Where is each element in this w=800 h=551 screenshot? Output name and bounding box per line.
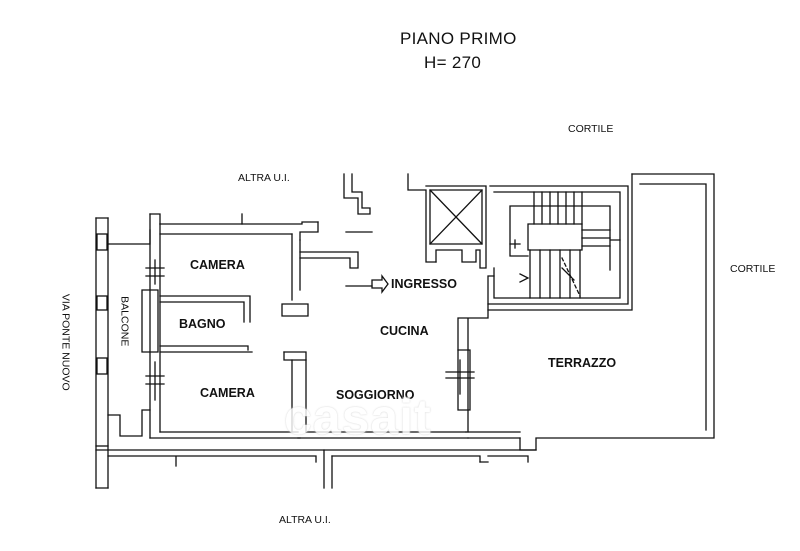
room-label-ingresso: INGRESSO <box>391 277 457 291</box>
label-balcone: BALCONE <box>118 296 131 347</box>
room-label-camera-1: CAMERA <box>190 258 245 272</box>
room-label-camera-2: CAMERA <box>200 386 255 400</box>
label-via-ponte-nuovo: VIA PONTE NUOVO <box>59 293 72 391</box>
window-camera-2 <box>145 361 165 401</box>
height-note: H= 270 <box>424 53 482 72</box>
casait-watermark: casait <box>284 389 432 445</box>
room-label-cucina: CUCINA <box>380 324 429 338</box>
cucina-walls <box>297 303 489 439</box>
street-facade-wall <box>95 217 109 489</box>
terrazzo-walls <box>465 173 715 451</box>
label-altra-ui-bottom: ALTRA U.I. <box>279 514 331 526</box>
label-cortile-right: CORTILE <box>730 263 776 275</box>
window-camera-1 <box>145 259 165 285</box>
ingresso-walls <box>299 173 437 294</box>
bottom-neighbour-walls <box>95 449 537 489</box>
label-altra-ui-top: ALTRA U.I. <box>238 172 290 184</box>
room-label-bagno: BAGNO <box>179 317 226 331</box>
plan-title: PIANO PRIMO <box>400 29 517 48</box>
bagno-walls <box>159 233 309 433</box>
label-cortile-top: CORTILE <box>568 123 614 135</box>
elevator-shaft <box>425 185 487 269</box>
left-block-walls <box>149 213 319 439</box>
stairwell <box>487 185 629 305</box>
room-label-terrazzo: TERRAZZO <box>548 356 617 370</box>
room-label-soggiorno: SOGGIORNO <box>336 388 415 402</box>
